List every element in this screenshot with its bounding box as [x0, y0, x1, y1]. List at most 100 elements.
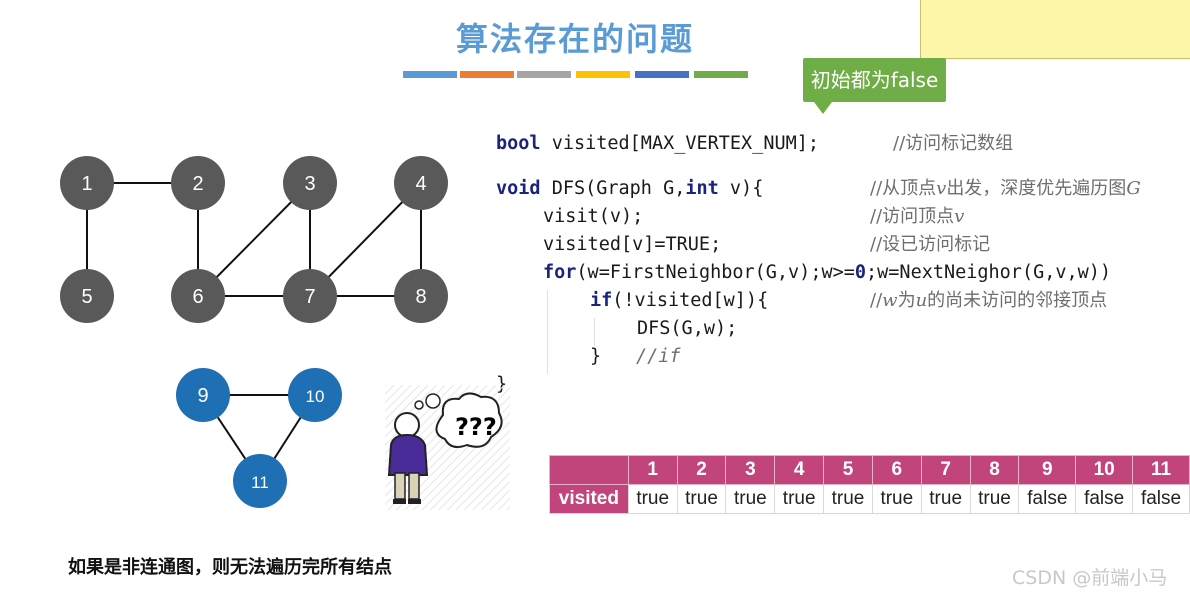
code-comment-8: //if — [636, 346, 681, 367]
table-corner-cell — [549, 455, 629, 485]
table-value-cell: false — [1075, 484, 1134, 514]
code-line-6: if(!visited[w]){ — [590, 289, 768, 313]
graph-node-label: 10 — [306, 387, 325, 406]
table-value-cell: true — [774, 484, 825, 514]
graph-node-1: 1 — [60, 156, 114, 210]
color-bar-5 — [635, 71, 689, 78]
graph-node-circle — [171, 269, 225, 323]
color-bar-2 — [460, 71, 514, 78]
code-comment-6: //w为u的尚未访问的邻接顶点 — [870, 289, 1107, 313]
graph-node-3: 3 — [283, 156, 337, 210]
code-comment-4: //设已访问标记 — [870, 234, 991, 255]
indent-guide — [594, 318, 595, 346]
code-line-5: for(w=FirstNeighbor(G,v);w>=0;w=NextNeig… — [543, 261, 1111, 285]
table-value-cell: true — [627, 484, 678, 514]
callout-pointer — [814, 102, 832, 114]
watermark: CSDN @前端小马 — [1012, 567, 1168, 589]
graph-node-11: 11 — [233, 454, 287, 508]
graph-node-label: 8 — [415, 286, 426, 308]
table-header-cell: 6 — [871, 455, 922, 485]
graph-node-7: 7 — [283, 269, 337, 323]
code-keyword: void — [496, 178, 541, 199]
graph-node-4: 4 — [394, 156, 448, 210]
indent-guide — [547, 290, 548, 374]
table-value-cell: false — [1018, 484, 1077, 514]
graph-node-label: 1 — [81, 173, 92, 195]
table-value-cell: false — [1132, 484, 1190, 514]
table-header-cell: 5 — [823, 455, 873, 485]
table-header-cell: 8 — [969, 455, 1020, 485]
code-line-7: DFS(G,w); — [637, 318, 738, 339]
table-header-cell: 2 — [676, 455, 727, 485]
comment-text: //访问顶点 — [870, 206, 955, 227]
code-comment-1: //访问标记数组 — [893, 133, 1014, 154]
code-number: 0 — [854, 262, 867, 283]
graph-node-circle — [233, 454, 287, 508]
code-text: (w=FirstNeighbor(G,v);w>= — [576, 262, 855, 283]
comment-text: //从顶点 — [870, 178, 937, 199]
callout-label: 初始都为false — [803, 58, 946, 102]
code-text: ;w=NextNeighor(G,v,w)) — [866, 262, 1112, 283]
graph-edges — [86, 182, 422, 482]
code-keyword: int — [685, 178, 719, 199]
graph-node-circle — [288, 368, 342, 422]
comment-text: 出发，深度优先遍历图 — [946, 178, 1127, 199]
table-header-cell: 11 — [1132, 455, 1190, 485]
code-text: visited[MAX_VERTEX_NUM]; — [540, 133, 820, 154]
graph-node-8: 8 — [394, 269, 448, 323]
table-value-cell: true — [969, 484, 1020, 514]
graph-node-circle — [171, 156, 225, 210]
graph-node-6: 6 — [171, 269, 225, 323]
caption: 如果是非连通图，则无法遍历完所有结点 — [68, 557, 392, 578]
code-line-9: } — [496, 374, 508, 395]
code-keyword: if — [590, 290, 613, 311]
comment-var: w — [882, 290, 898, 311]
confused-person-illustration: ??? — [385, 385, 510, 510]
graph-node-circle — [394, 156, 448, 210]
graph-node-2: 2 — [171, 156, 225, 210]
page-title: 算法存在的问题 — [455, 20, 694, 58]
table-header-cell: 1 — [627, 455, 678, 485]
table-value-cell: true — [920, 484, 971, 514]
table-header-cell: 9 — [1018, 455, 1077, 485]
graph-node-circle — [283, 269, 337, 323]
comment-text: // — [870, 290, 883, 311]
code-line-8: } — [590, 345, 601, 369]
graph-node-label: 4 — [415, 173, 426, 195]
table-value-cell: true — [725, 484, 776, 514]
code-line-1: bool visited[MAX_VERTEX_NUM]; — [496, 132, 819, 156]
comment-var: v — [936, 178, 947, 199]
table-header-cell: 7 — [920, 455, 971, 485]
table-header-cell: 10 — [1075, 455, 1134, 485]
question-marks: ??? — [455, 413, 497, 441]
comment-text: 为 — [897, 290, 916, 311]
color-bar-6 — [694, 71, 748, 78]
comment-text: 的尚未访问的邻接顶点 — [927, 290, 1108, 311]
code-text: (!visited[w]){ — [612, 290, 769, 311]
comment-var: v — [954, 206, 965, 227]
graph-node-circle — [283, 156, 337, 210]
graph-node-label: 3 — [304, 173, 315, 195]
graph-diagram: 1 2 3 4 5 6 7 8 9 10 11 — [60, 156, 448, 508]
graph-node-circle — [60, 156, 114, 210]
table-header-cell: 3 — [725, 455, 776, 485]
graph-node-label: 9 — [197, 385, 208, 407]
code-comment-3: //访问顶点v — [870, 205, 964, 229]
code-keyword: bool — [496, 133, 541, 154]
graph-node-label: 11 — [251, 473, 269, 492]
sticky-note — [920, 0, 1190, 59]
table-value-cell: true — [871, 484, 922, 514]
table-header-cell: 4 — [774, 455, 825, 485]
graph-node-label: 5 — [81, 286, 92, 308]
code-comment-2: //从顶点v出发，深度优先遍历图G — [870, 177, 1141, 201]
graph-nodes: 1 2 3 4 5 6 7 8 9 10 11 — [60, 156, 448, 508]
code-line-3: visit(v); — [543, 206, 644, 227]
table-value-cell: true — [823, 484, 873, 514]
table-value-cell: true — [676, 484, 727, 514]
table-row-label: visited — [549, 484, 629, 514]
graph-node-10: 10 — [288, 368, 342, 422]
graph-node-9: 9 — [176, 368, 230, 422]
graph-node-label: 2 — [192, 173, 203, 195]
